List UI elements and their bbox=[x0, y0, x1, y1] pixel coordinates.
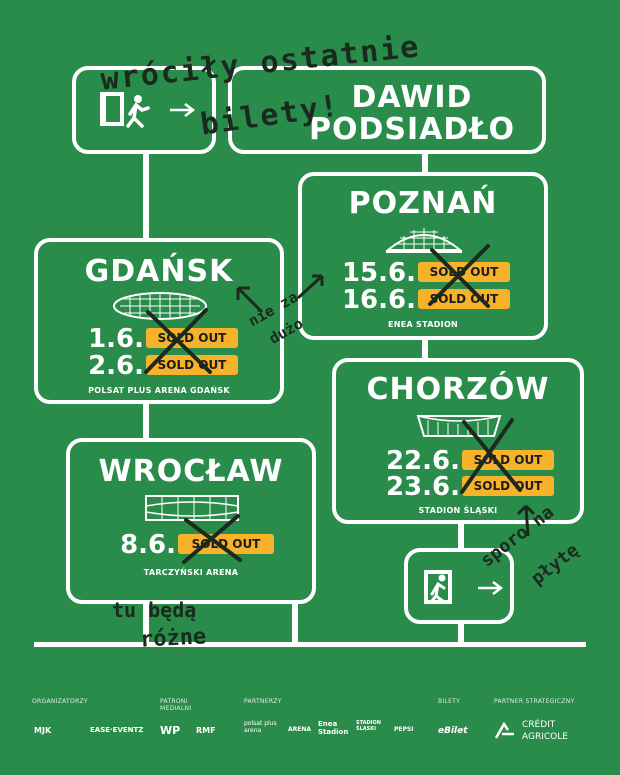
stadium-icon bbox=[113, 292, 207, 320]
date-1: 22.6. bbox=[385, 446, 460, 476]
sign-post bbox=[143, 150, 149, 242]
venue-name: STADION ŚLĄSKI bbox=[418, 506, 498, 515]
date-1: 8.6. bbox=[120, 530, 176, 560]
exit-sign-bottom bbox=[404, 548, 514, 624]
date-1: 15.6. bbox=[341, 258, 416, 288]
venue-name: TARCZYŃSKI ARENA bbox=[143, 568, 239, 577]
sign-post bbox=[422, 337, 428, 361]
logo-rmf: RMF bbox=[196, 726, 216, 735]
sign-post bbox=[292, 600, 298, 646]
logo-enea-stadion: Enea Stadion bbox=[318, 720, 349, 736]
sold-out-badge: SOLD OUT bbox=[146, 355, 238, 375]
artist-name-line1: DAWID bbox=[351, 80, 473, 115]
venue-name: POLSAT PLUS ARENA GDAŃSK bbox=[88, 386, 230, 395]
handwritten-arrow bbox=[296, 274, 324, 300]
sign-post bbox=[422, 150, 428, 176]
date-2: 2.6. bbox=[88, 351, 144, 381]
logo-credit-agricole-2: AGRICOLE bbox=[522, 732, 568, 742]
logo-polsat-arena: polsat plus arena bbox=[244, 720, 277, 734]
logo-arena: ARENA bbox=[288, 726, 312, 733]
handwritten-arrow bbox=[236, 286, 264, 314]
ground-line bbox=[34, 642, 586, 647]
exit-door-icon bbox=[100, 92, 150, 128]
stadium-icon bbox=[385, 228, 463, 253]
stadium-icon bbox=[145, 495, 239, 521]
logo-stadion-slaski: STADION ŚLĄSKI bbox=[356, 720, 381, 732]
chorzow-sign: CHORZÓW 22.6. SOLD OUT 23.6. SOLD OUT ST… bbox=[332, 358, 584, 524]
handwritten-note-wroclaw-2: różne bbox=[139, 624, 207, 653]
date-2: 16.6. bbox=[341, 285, 416, 315]
logo-credit-agricole-1: CRÉDIT bbox=[522, 720, 556, 730]
handwritten-note-chorzow-2: płytę bbox=[527, 539, 583, 590]
city-name: CHORZÓW bbox=[366, 372, 550, 407]
label-strategic: PARTNER STRATEGICZNY bbox=[494, 698, 575, 705]
sign-post bbox=[458, 522, 464, 550]
city-name: POZNAŃ bbox=[348, 186, 498, 221]
label-organizers: ORGANIZATORZY bbox=[32, 698, 88, 705]
poznan-sign: POZNAŃ 15.6. SOLD OUT 16.6. SOLD OUT ENE… bbox=[298, 172, 548, 340]
sign-post bbox=[458, 622, 464, 646]
sold-out-badge: SOLD OUT bbox=[418, 289, 510, 309]
arrow-right-icon bbox=[478, 581, 504, 595]
date-2: 23.6. bbox=[385, 472, 460, 502]
exit-door-icon bbox=[424, 570, 452, 604]
sign-post bbox=[143, 600, 149, 646]
stadium-icon bbox=[416, 415, 502, 437]
sold-out-badge: SOLD OUT bbox=[462, 450, 554, 470]
arrow-right-icon bbox=[170, 103, 196, 117]
wroclaw-sign: WROCŁAW 8.6. SOLD OUT TARCZYŃSKI ARENA bbox=[66, 438, 316, 604]
sold-out-badge: SOLD OUT bbox=[146, 328, 238, 348]
handwritten-arrow bbox=[516, 504, 536, 537]
logo-mjk: MJK bbox=[34, 726, 52, 735]
logo-ebilet: eBilet bbox=[438, 726, 468, 736]
sponsor-footer: ORGANIZATORZY PATRONI MEDIALNI PARTNERZY… bbox=[0, 690, 620, 760]
date-1: 1.6. bbox=[88, 324, 144, 354]
logo-wp: WP bbox=[160, 724, 181, 737]
label-partners: PARTNERZY bbox=[244, 698, 282, 705]
sign-post bbox=[143, 400, 149, 442]
artist-sign: DAWID PODSIADŁO bbox=[228, 66, 546, 154]
sold-out-badge: SOLD OUT bbox=[418, 262, 510, 282]
artist-name-line2: PODSIADŁO bbox=[309, 112, 515, 147]
credit-agricole-icon bbox=[494, 722, 514, 739]
sold-out-badge: SOLD OUT bbox=[178, 534, 274, 554]
handwritten-note-wroclaw: tu będą bbox=[112, 598, 197, 622]
logo-ease-eventz: EASE·EVENTZ bbox=[90, 726, 144, 734]
city-name: GDAŃSK bbox=[84, 254, 234, 289]
logo-pepsi: PEPSI bbox=[394, 726, 414, 733]
venue-name: ENEA STADION bbox=[387, 320, 459, 329]
exit-sign-top bbox=[72, 66, 216, 154]
label-media: PATRONI MEDIALNI bbox=[160, 698, 192, 712]
city-name: WROCŁAW bbox=[98, 454, 284, 489]
sold-out-badge: SOLD OUT bbox=[462, 476, 554, 496]
label-tickets: BILETY bbox=[438, 698, 461, 705]
